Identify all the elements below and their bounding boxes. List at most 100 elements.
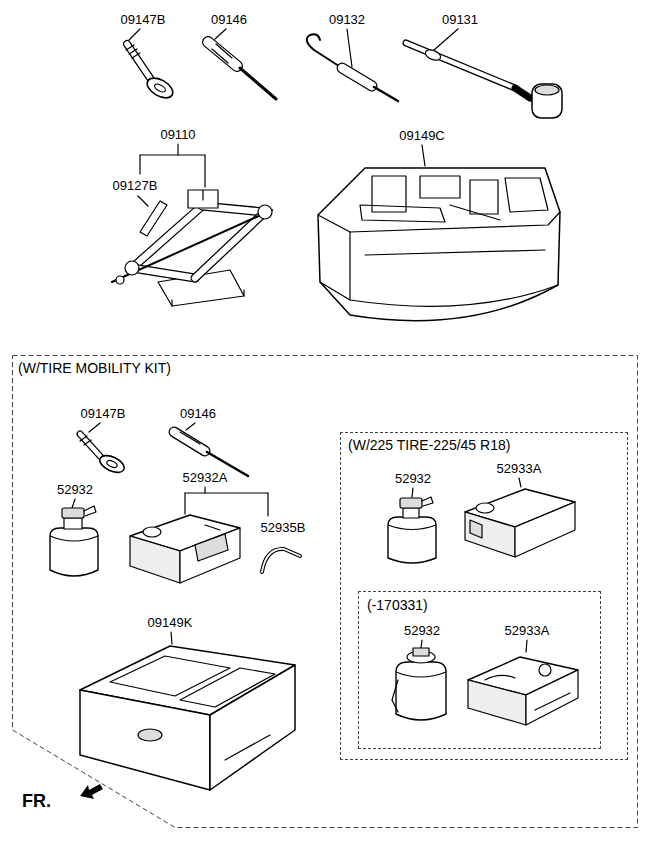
- callout-number: 09127B: [113, 178, 158, 193]
- leader-line: [129, 29, 140, 40]
- callout-number: 09131: [442, 12, 478, 27]
- tool-tray: [450, 205, 500, 220]
- callout-number: 09147B: [81, 406, 126, 421]
- leader-line: [526, 640, 527, 652]
- eye-bolt: [126, 44, 176, 102]
- kit-tray: [80, 646, 295, 790]
- air-compressor: [539, 664, 551, 676]
- power-cable: [262, 549, 300, 572]
- sealant-bottle: [392, 648, 446, 720]
- leader-line: [186, 423, 195, 430]
- eye-bolt: [80, 434, 100, 456]
- air-compressor: [535, 693, 570, 710]
- scissor-jack: [116, 276, 124, 284]
- air-compressor: [470, 520, 482, 538]
- wrench: [535, 85, 559, 95]
- option-region: (-170331)(W/225 TIRE-225/45 R18)(W/TIRE …: [12, 355, 638, 828]
- eye-bolt: [127, 44, 150, 78]
- region-heading: (W/225 TIRE-225/45 R18): [348, 437, 510, 453]
- leader-line: [140, 154, 205, 155]
- sealant-bottle: [400, 498, 422, 508]
- wrench: [532, 84, 562, 118]
- front-arrow: [80, 784, 103, 799]
- screwdriver: [174, 432, 205, 451]
- callout-number: 09147B: [121, 12, 166, 27]
- sealant-bottle: [392, 680, 398, 712]
- scissor-jack: [202, 190, 203, 200]
- air-compressor: [465, 512, 515, 557]
- callout-number: 52932: [57, 482, 93, 497]
- tool-tray: [420, 176, 460, 198]
- eye-bolt: [153, 82, 166, 93]
- scissor-jack: [195, 212, 265, 278]
- screwdriver: [208, 42, 237, 66]
- callout-number: 09146: [180, 406, 216, 421]
- callout-number: 52935B: [261, 520, 306, 535]
- sealant-bottle: [50, 536, 98, 541]
- leader-line: [139, 155, 140, 174]
- callout-number: 09110: [160, 127, 195, 142]
- kit-tray: [138, 729, 162, 741]
- hook-tool: [307, 34, 398, 101]
- screwdriver: [208, 42, 276, 99]
- air-compressor: [130, 515, 240, 583]
- callout-number: 52932A: [183, 470, 228, 485]
- option-region: (-170331) (W/225 TIRE-225/45 R18): [340, 432, 628, 760]
- sealant-bottle: [403, 508, 419, 518]
- region-outline: [13, 356, 638, 828]
- sealant-bottle: [50, 506, 98, 576]
- screwdriver: [216, 44, 232, 58]
- leader-line: [72, 29, 527, 652]
- leader-line: [519, 478, 521, 487]
- sealant-bottle: [413, 648, 429, 656]
- leader-line: [72, 499, 75, 508]
- leader-line: [421, 640, 422, 648]
- tool-tray: [320, 232, 558, 306]
- sealant-bottle: [388, 525, 436, 530]
- sealant-bottle: [422, 497, 433, 506]
- tool-tray: [318, 168, 560, 321]
- kit-tray: [225, 735, 270, 760]
- air-compressor: [468, 657, 578, 725]
- kit-tray: [80, 690, 210, 790]
- air-compressor: [205, 525, 220, 530]
- air-compressor: [180, 528, 240, 583]
- scissor-jack: [195, 212, 265, 278]
- leader-line: [434, 29, 458, 50]
- callout-number: 09132: [329, 12, 365, 27]
- scissor-jack: [188, 190, 218, 208]
- eye-bolt: [129, 49, 137, 54]
- tool-tray: [360, 205, 445, 222]
- leader-line: [89, 423, 100, 432]
- power-cable: [262, 549, 300, 572]
- eye-bolt: [132, 53, 140, 58]
- label-sticker: [140, 201, 167, 236]
- scissor-jack: [172, 290, 244, 306]
- tool-tray: [318, 168, 560, 321]
- leader-line: [204, 487, 205, 493]
- callout-number: 09149C: [399, 128, 445, 143]
- eye-bolt: [80, 434, 100, 456]
- screwdriver: [240, 68, 276, 99]
- kit-tray: [210, 665, 295, 790]
- callout-number: 52932: [404, 623, 440, 638]
- region-heading: (-170331): [367, 597, 428, 613]
- tool-tray: [470, 180, 498, 214]
- wrench: [406, 43, 515, 88]
- sealant-bottle: [62, 508, 84, 518]
- label-sticker: [140, 201, 167, 236]
- scissor-jack: [132, 206, 202, 268]
- sealant-bottle: [396, 662, 446, 720]
- leader-line: [412, 488, 413, 497]
- hook-tool: [307, 34, 342, 68]
- eye-bolt: [144, 74, 176, 102]
- air-compressor: [476, 503, 494, 513]
- leader-line: [184, 493, 185, 514]
- air-compressor: [515, 502, 575, 557]
- wrench: [424, 48, 442, 62]
- sealant-bottle: [396, 672, 446, 677]
- eye-bolt: [80, 436, 87, 441]
